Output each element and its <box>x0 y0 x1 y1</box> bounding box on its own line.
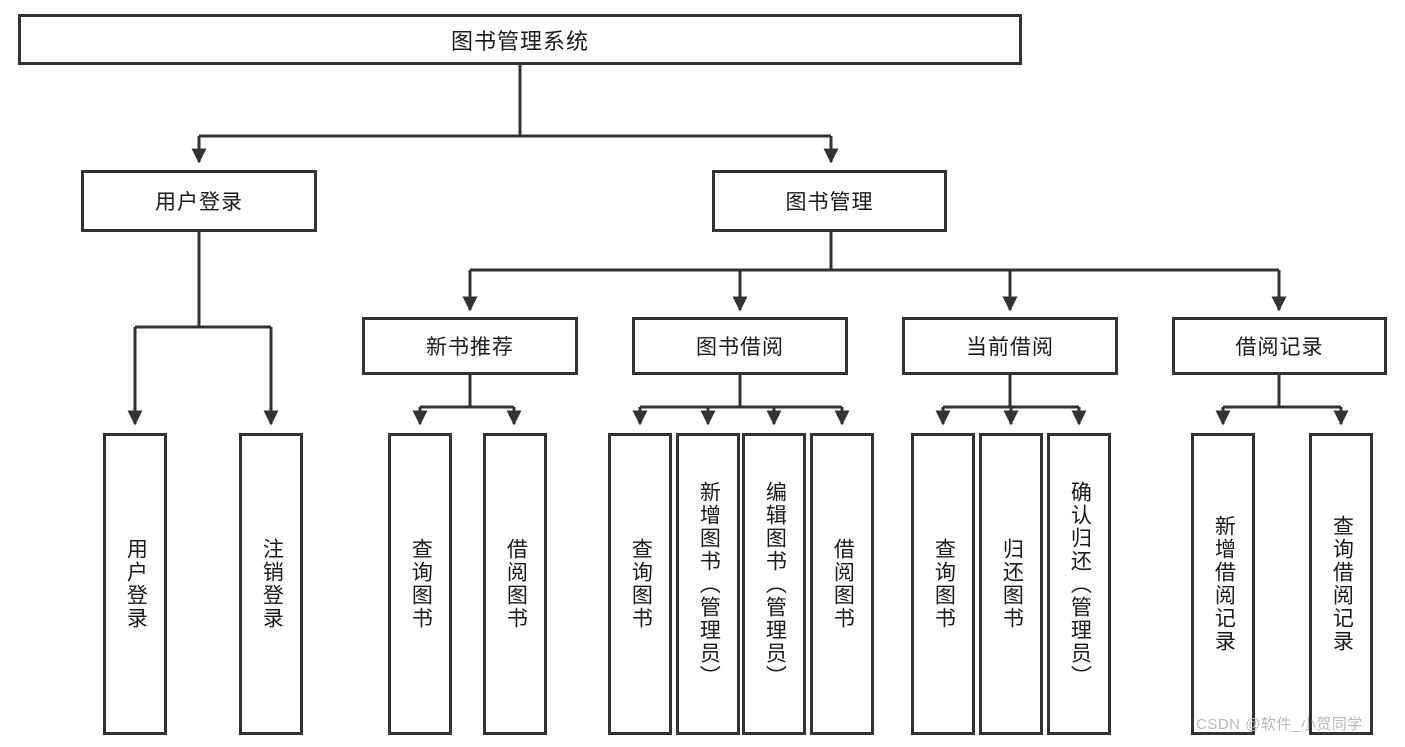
leaf-recommend-query-book[interactable]: 查询图书 <box>388 433 452 735</box>
leaf-borrow-query-book[interactable]: 查询图书 <box>608 433 672 735</box>
node-root-library-system[interactable]: 图书管理系统 <box>18 14 1022 65</box>
leaf-borrow-edit-book-admin[interactable]: 编辑图书（管理员） <box>742 433 806 735</box>
leaf-current-confirm-return-admin[interactable]: 确认归还（管理员） <box>1047 433 1111 735</box>
node-new-book-recommend[interactable]: 新书推荐 <box>362 317 578 375</box>
leaf-recommend-borrow-book[interactable]: 借阅图书 <box>483 433 547 735</box>
node-book-management[interactable]: 图书管理 <box>712 170 947 232</box>
leaf-borrow-add-book-admin[interactable]: 新增图书（管理员） <box>676 433 740 735</box>
leaf-user-login-signin[interactable]: 用户登录 <box>103 433 167 735</box>
leaf-borrow-borrow-book[interactable]: 借阅图书 <box>810 433 874 735</box>
leaf-current-return-book[interactable]: 归还图书 <box>979 433 1043 735</box>
leaf-records-query-record[interactable]: 查询借阅记录 <box>1309 433 1373 735</box>
watermark-text: CSDN @软件_小贺同学 <box>1196 716 1363 733</box>
leaf-records-add-record[interactable]: 新增借阅记录 <box>1191 433 1255 735</box>
node-borrow-records[interactable]: 借阅记录 <box>1172 317 1387 375</box>
node-user-login[interactable]: 用户登录 <box>81 170 317 232</box>
node-book-borrow[interactable]: 图书借阅 <box>632 317 848 375</box>
leaf-current-query-book[interactable]: 查询图书 <box>911 433 975 735</box>
node-current-borrow[interactable]: 当前借阅 <box>902 317 1118 375</box>
leaf-user-login-signout[interactable]: 注销登录 <box>239 433 303 735</box>
